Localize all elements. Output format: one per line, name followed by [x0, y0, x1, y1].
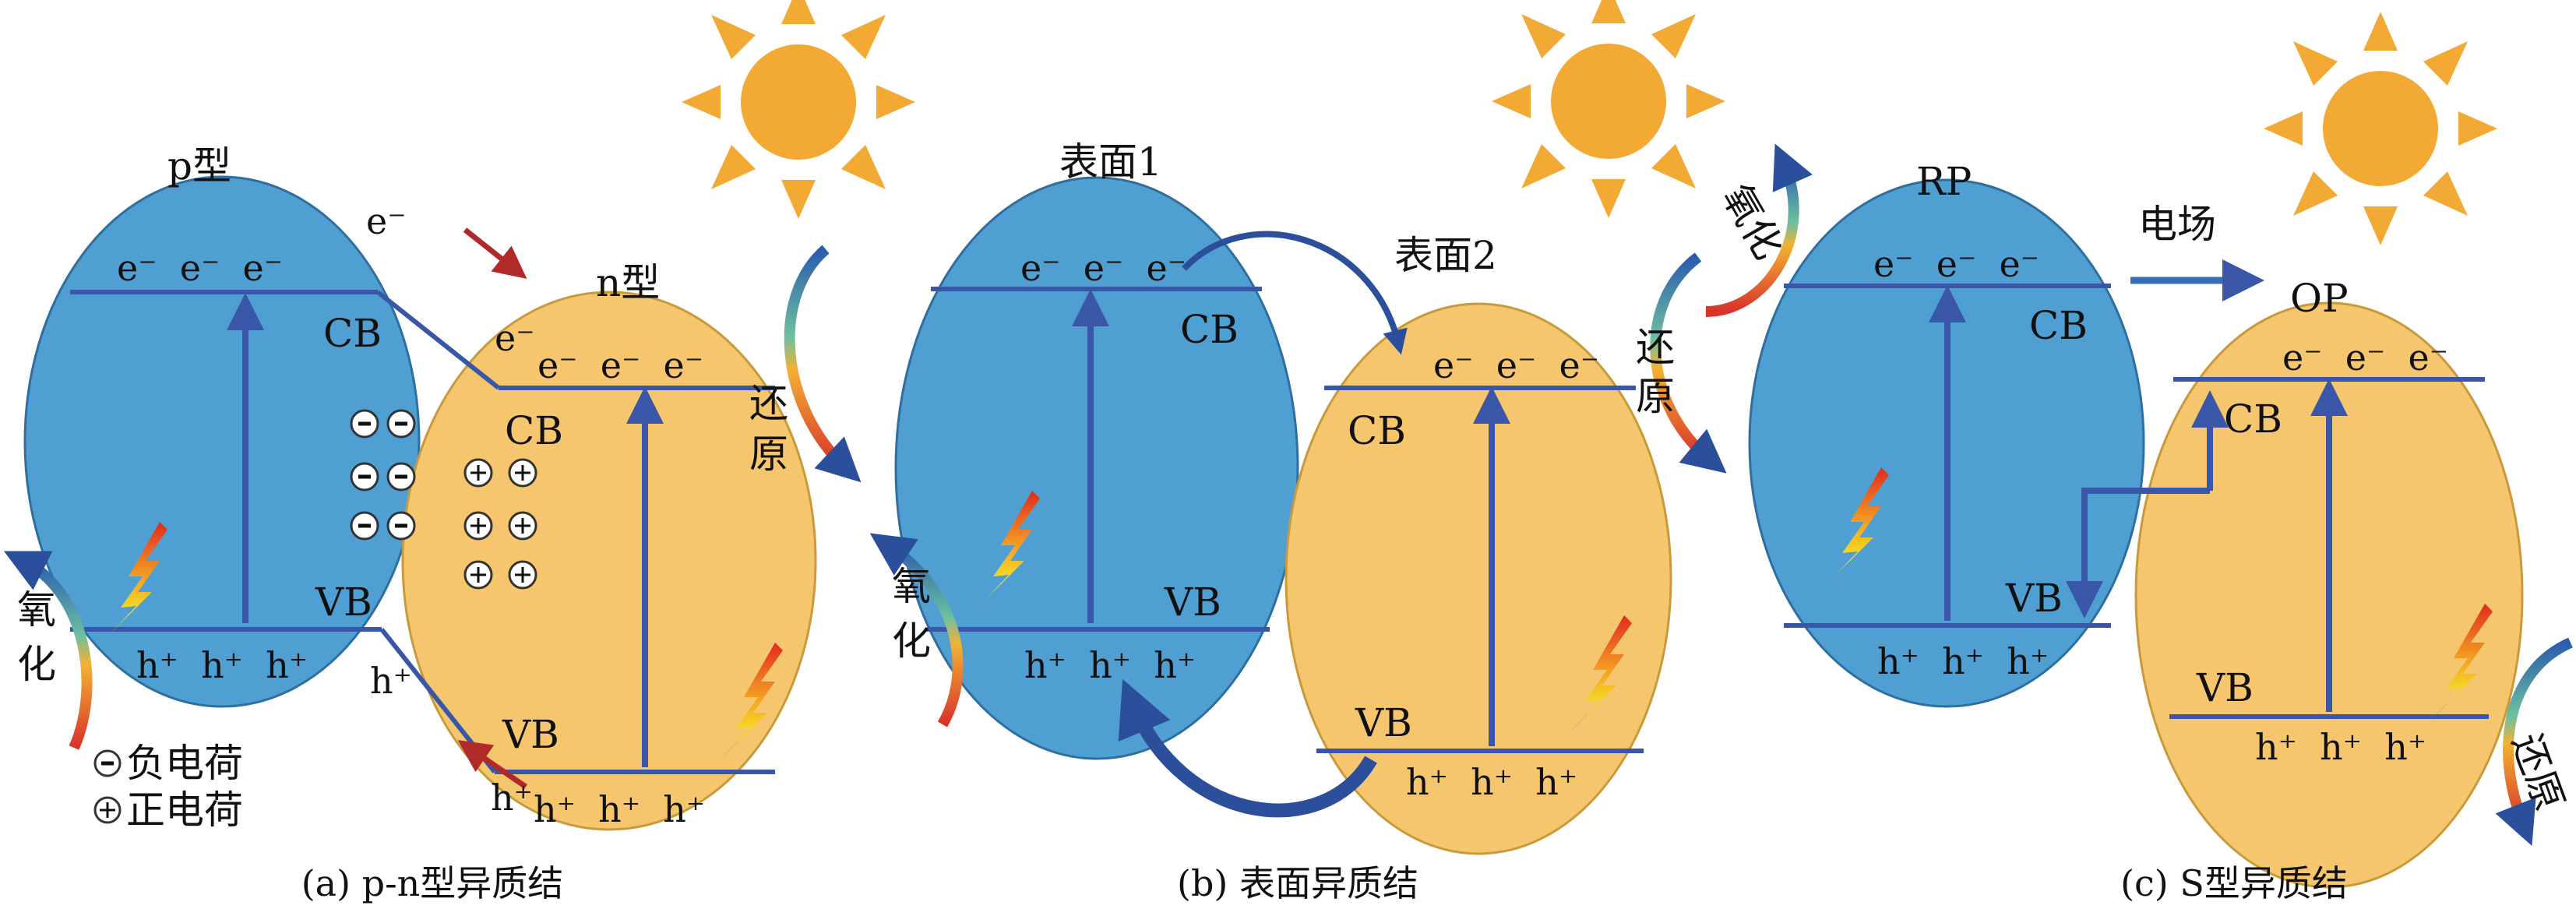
hole-transfer-curve — [1118, 678, 1377, 818]
n-cb-label: CB — [505, 408, 563, 453]
legend-negative-charge: 负电荷 — [126, 741, 243, 786]
p-vb-label: VB — [315, 580, 372, 625]
oxidation-label-1: 氧 — [892, 564, 931, 609]
sun-icon — [1492, 0, 1725, 218]
n-electrons: e⁻ e⁻ e⁻ — [537, 344, 703, 386]
sun-icon — [682, 0, 915, 219]
panel-b-surface-heterojunction: 表面1 表面2 e⁻ e⁻ e⁻ h⁺ h⁺ h⁺ e⁻ e⁻ e⁻ h⁺ h⁺… — [869, 0, 1727, 904]
moving-electron-n: e⁻ — [495, 317, 535, 359]
reduction-label-1: 还 — [1636, 325, 1675, 370]
negative-charges — [350, 409, 416, 541]
p-type-semiconductor — [23, 175, 421, 708]
s2-electrons: e⁻ e⁻ e⁻ — [1433, 344, 1599, 386]
s1-cb-label: CB — [1180, 307, 1239, 352]
s1-vb-label: VB — [1164, 580, 1221, 625]
op-holes: h⁺ h⁺ h⁺ — [2255, 726, 2426, 768]
reduction-curved-arrow — [1650, 252, 1727, 474]
op-label: OP — [2290, 276, 2349, 321]
oxidation-curved-arrow — [869, 533, 964, 728]
n-type-semiconductor — [401, 291, 817, 831]
reduction-curved-arrow — [2495, 637, 2573, 847]
cb-connector — [376, 290, 500, 390]
surface-1-semiconductor — [894, 176, 1299, 760]
p-type-label: p型 — [167, 143, 231, 188]
reduction-curved-arrow — [784, 245, 862, 483]
reduction-label-2: 原 — [1636, 374, 1675, 419]
s2-cb-label: CB — [1348, 408, 1406, 453]
caption-a: (a) p-n型异质结 — [301, 862, 564, 904]
rp-cb-label: CB — [2029, 303, 2088, 348]
electron-transfer-curve — [1182, 231, 1408, 355]
oxidation-label-2: 化 — [892, 618, 931, 664]
oxidation-curved-arrow — [1705, 143, 1813, 317]
rp-label: RP — [1916, 159, 1972, 204]
n-type-label: n型 — [596, 260, 660, 305]
caption-c: (c) S型异质结 — [2120, 862, 2348, 904]
surface-1-label: 表面1 — [1059, 139, 1162, 185]
legend-positive-charge: 正电荷 — [126, 787, 243, 833]
op-electrons: e⁻ e⁻ e⁻ — [2282, 336, 2448, 379]
op-cb-label: CB — [2224, 396, 2282, 442]
s2-holes: h⁺ h⁺ h⁺ — [1406, 761, 1577, 803]
s1-holes: h⁺ h⁺ h⁺ — [1024, 644, 1196, 686]
p-cb-label: CB — [323, 311, 382, 356]
caption-b: (b) 表面异质结 — [1177, 862, 1418, 904]
electron-transfer-arrow — [463, 227, 527, 280]
p-holes: h⁺ h⁺ h⁺ — [136, 644, 308, 686]
hole-transfer-arrow — [457, 740, 527, 789]
sun-icon — [2264, 12, 2497, 245]
legend: 负电荷 正电荷 — [93, 741, 243, 833]
oxidation-curved-arrow — [3, 551, 93, 750]
surface-2-semiconductor — [1284, 302, 1672, 855]
n-holes: h⁺ h⁺ h⁺ — [534, 788, 705, 830]
electric-field-label: 电场 — [2138, 202, 2216, 247]
op-vb-label: VB — [2196, 665, 2254, 710]
positive-charges — [463, 458, 537, 590]
rp-electrons: e⁻ e⁻ e⁻ — [1873, 243, 2039, 285]
surface-2-label: 表面2 — [1394, 233, 1497, 278]
s1-electrons: e⁻ e⁻ e⁻ — [1020, 247, 1186, 289]
oxidation-label-2: 化 — [17, 642, 56, 687]
n-vb-label: VB — [502, 712, 559, 757]
s2-vb-label: VB — [1355, 700, 1412, 745]
reduction-label-2: 原 — [749, 432, 788, 477]
moving-electron-top: e⁻ — [366, 200, 407, 242]
panel-a-pn-heterojunction: p型 n型 e⁻ e⁻ e⁻ h⁺ h⁺ h⁺ e⁻ e⁻ e⁻ h⁺ h⁺ h… — [3, 0, 915, 904]
rp-vb-label: VB — [2005, 576, 2063, 621]
moving-hole-bottom: h⁺ — [491, 777, 533, 819]
reduction-label-1: 还 — [749, 381, 788, 426]
oxidation-label-1: 氧 — [17, 587, 56, 632]
p-electrons: e⁻ e⁻ e⁻ — [117, 247, 283, 289]
rp-holes: h⁺ h⁺ h⁺ — [1877, 640, 2049, 682]
moving-hole-p: h⁺ — [370, 660, 412, 702]
panel-c-s-scheme-heterojunction: RP OP 电场 e⁻ e⁻ e⁻ h⁺ h⁺ h⁺ e⁻ e⁻ e⁻ h⁺ h… — [1705, 12, 2573, 904]
